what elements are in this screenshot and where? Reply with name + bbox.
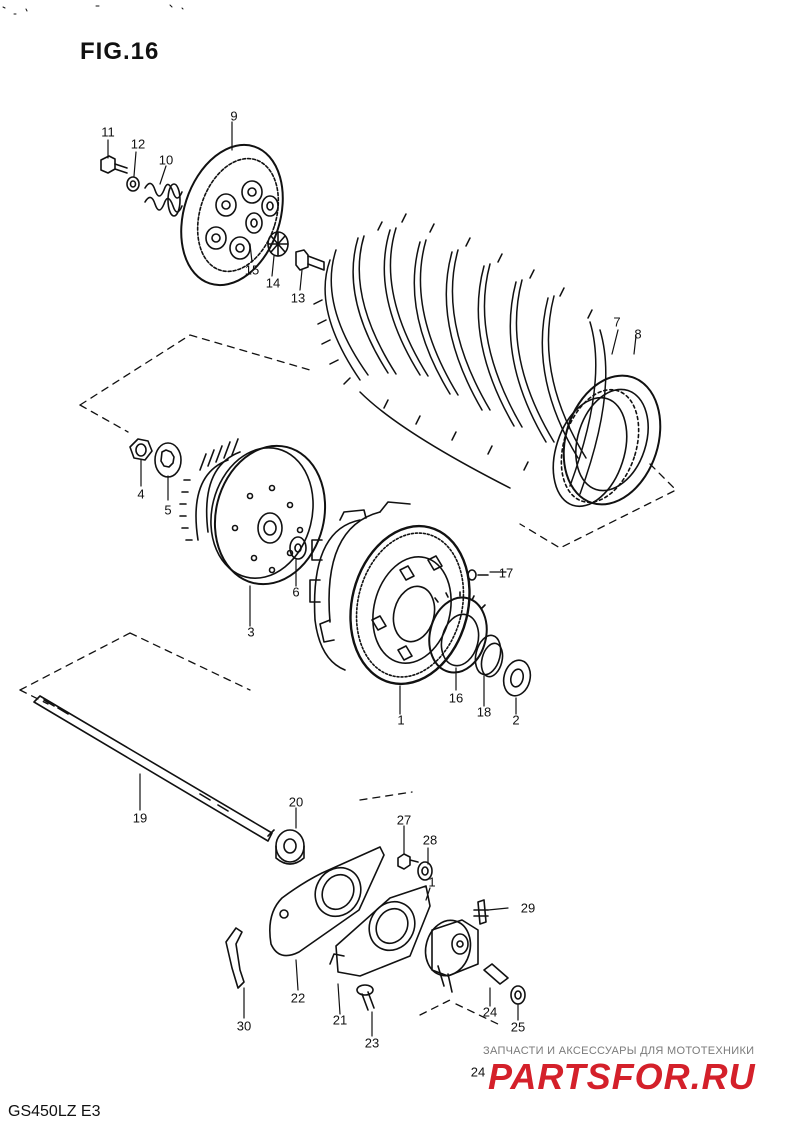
callout-19: 19	[132, 810, 148, 826]
callout-13: 13	[290, 290, 306, 306]
callout-1: 1	[397, 712, 405, 728]
washer-2	[502, 659, 532, 697]
washer-25	[510, 985, 526, 1005]
pushrod-piece-13	[295, 249, 325, 271]
oil-seal-20	[275, 829, 305, 865]
scan-speckles	[2, 4, 184, 15]
callout-10: 10	[158, 152, 174, 168]
washer-28	[417, 861, 433, 881]
callout-1b: 1	[428, 874, 436, 890]
pin-29	[473, 899, 489, 925]
nut-4	[129, 438, 153, 461]
callout-24b: 24	[470, 1064, 486, 1080]
model-code-label: GS450LZ E3	[8, 1103, 101, 1120]
washer-12	[126, 176, 140, 192]
callout-6: 6	[292, 584, 300, 600]
oil-pump-gear-16	[428, 591, 488, 674]
spacer-18	[474, 634, 504, 678]
bearing-15	[245, 195, 279, 234]
callout-15: 15	[244, 262, 260, 278]
release-arm-30	[225, 927, 245, 989]
callout-30: 30	[236, 1018, 252, 1034]
push-rod-19	[33, 695, 275, 842]
callout-18: 18	[476, 704, 492, 720]
bolt-27	[397, 853, 419, 870]
callout-9: 9	[230, 108, 238, 124]
washer-5	[154, 442, 182, 478]
callout-29: 29	[520, 900, 536, 916]
callout-14: 14	[265, 275, 281, 291]
spring-10	[144, 182, 183, 217]
leader-lines	[107, 121, 637, 1037]
callout-7: 7	[613, 314, 621, 330]
callout-27: 27	[396, 812, 412, 828]
callout-16: 16	[448, 690, 464, 706]
watermark-caption: ЗАПЧАСТИ И АКСЕССУАРЫ ДЛЯ МОТОТЕХНИКИ	[483, 1045, 755, 1057]
callout-24: 24	[482, 1004, 498, 1020]
spring-17	[467, 569, 489, 581]
callout-11: 11	[101, 124, 115, 140]
release-mechanism-24	[424, 919, 479, 993]
callout-2: 2	[512, 712, 520, 728]
clutch-plate-stack-7-8	[313, 213, 607, 495]
screw-23	[356, 984, 375, 1011]
bolt-11	[100, 155, 128, 174]
pressure-plate-9	[180, 143, 284, 287]
callout-3: 3	[247, 624, 255, 640]
callout-8: 8	[634, 326, 642, 342]
callout-21: 21	[332, 1012, 348, 1028]
dowel-24b	[483, 963, 509, 985]
callout-22: 22	[290, 990, 306, 1006]
callout-4: 4	[137, 486, 145, 502]
figure-title: FIG.16	[80, 38, 160, 65]
bearing-14	[267, 231, 289, 257]
cover-plate-21	[329, 885, 431, 977]
watermark-logo: PARTSFOR.RU	[488, 1056, 756, 1097]
callout-17: 17	[498, 565, 514, 581]
washer-6	[289, 536, 307, 560]
callout-5: 5	[164, 502, 172, 518]
callout-28: 28	[422, 832, 438, 848]
callout-12: 12	[130, 136, 146, 152]
gasket-22	[269, 846, 385, 957]
callout-25: 25	[510, 1019, 526, 1035]
clutch-housing-1	[309, 501, 471, 686]
assembly-guide-lines	[19, 334, 677, 1026]
callout-20: 20	[288, 794, 304, 810]
callout-23: 23	[364, 1035, 380, 1051]
plate-8-front	[552, 374, 662, 508]
clutch-sleeve-hub-3	[179, 438, 327, 586]
